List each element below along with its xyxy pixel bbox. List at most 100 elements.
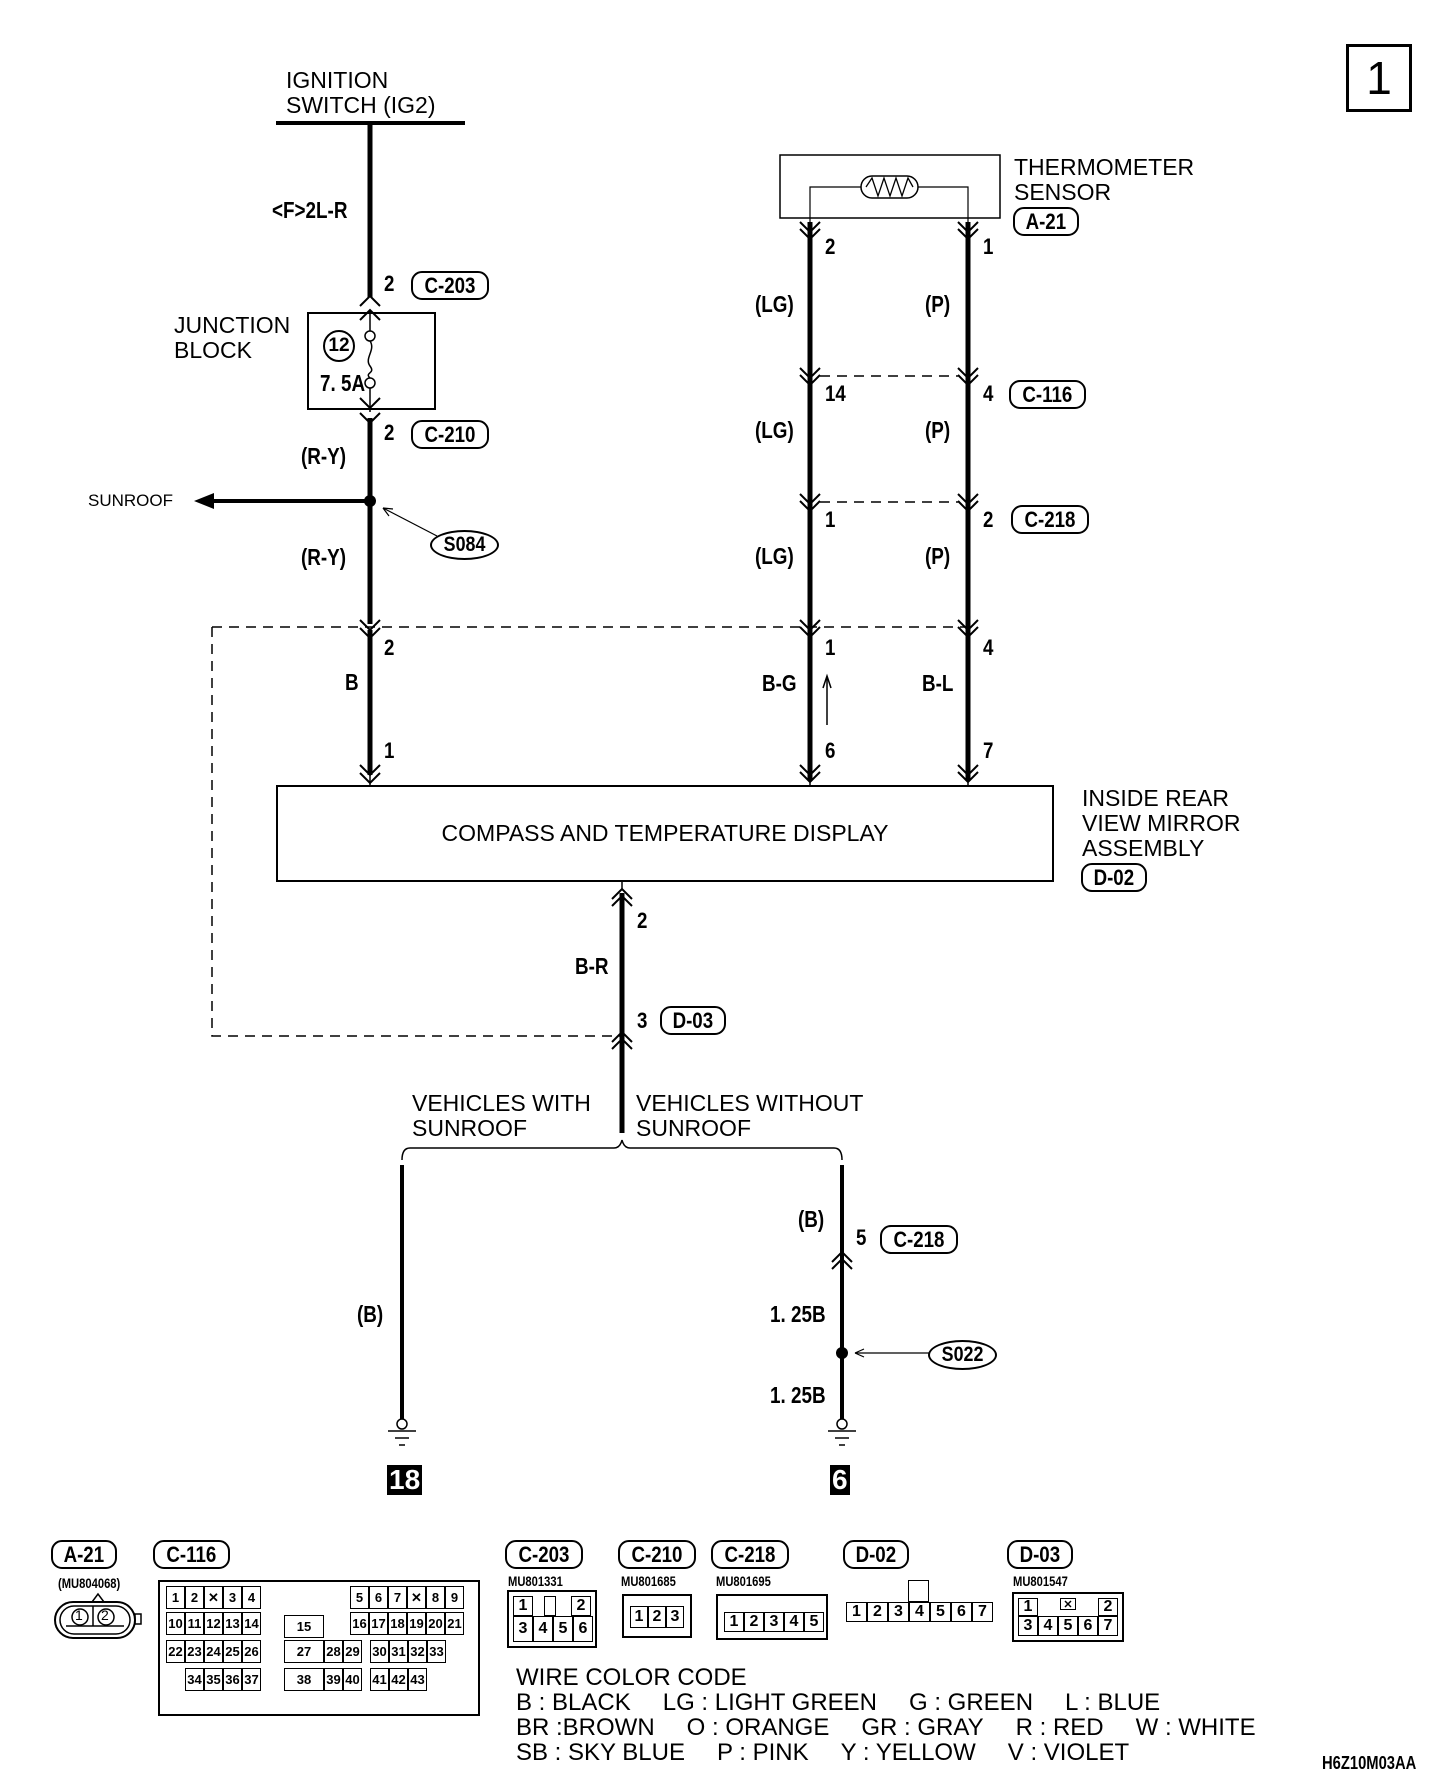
connector-tag-d03[interactable]: D-03 [660,1006,726,1035]
thermometer-line1: THERMOMETER [1014,154,1195,180]
legend-title: WIRE COLOR CODE [516,1664,747,1691]
d02-pin-2: 2 [867,1602,888,1622]
c218-pin-3: 3 [764,1612,784,1632]
compass-temperature-display: COMPASS AND TEMPERATURE DISPLAY [276,785,1054,882]
splice-tag-s084[interactable]: S084 [430,530,500,560]
c116-pin-18: 18 [388,1612,407,1635]
legend-entry: L : BLUE [1065,1689,1161,1716]
thermometer-sensor-box [779,154,1001,219]
c116-pin-35: 35 [204,1668,223,1691]
c116-pin-5: 5 [350,1586,369,1609]
c203-part-number: MU801331 [508,1573,563,1589]
a21-pin-2: 2 [101,1607,109,1623]
c116-pin-36: 36 [223,1668,242,1691]
chevron-c218-ground [831,1250,853,1270]
c203-pin-4: 4 [533,1616,553,1642]
c116-pin-2: 2 [185,1586,204,1609]
wire-label-bg: B-G [762,670,797,696]
wire-label-ign-feed: <F>2L-R [272,197,348,223]
c210-pin-2: 2 [648,1606,666,1628]
legend-entry: Y : YELLOW [840,1739,976,1766]
thermometer-line2: SENSOR [1014,179,1112,205]
wire-label-p-2: (P) [925,417,951,443]
face-tag-c218-face[interactable]: C-218 [711,1540,789,1569]
wire-label-1-25b-lower: 1. 25B [770,1382,826,1408]
connector-tag-c218-ground[interactable]: C-218 [880,1225,958,1254]
signal-direction-arrowhead [822,673,832,689]
d02-pin-1: 1 [846,1602,867,1622]
c116-pin-3: 3 [223,1586,242,1609]
c116-pin-29: 29 [343,1640,362,1663]
mirror-pin-dash-left: 2 [384,635,395,660]
connector-tag-c218[interactable]: C-218 [1011,505,1089,534]
face-tag-c203[interactable]: C-203 [505,1540,583,1569]
ground-icon-right [828,1418,856,1446]
d03-pin-3: 3 [1018,1616,1038,1636]
c116-pin-right: 4 [983,381,994,406]
fuse-element [367,340,373,379]
connector-tag-c210[interactable]: C-210 [411,420,489,449]
connector-tag-a21[interactable]: A-21 [1013,207,1079,236]
c203-key [544,1596,556,1616]
s084-leader [382,507,438,537]
thermistor-symbol [860,175,919,199]
connector-tag-c203[interactable]: C-203 [411,271,489,300]
c203-pin-1: 1 [513,1596,533,1616]
c116-pin-12: 12 [204,1612,223,1635]
a21-part-number: (MU804068) [58,1575,121,1591]
face-tag-c210[interactable]: C-210 [618,1540,696,1569]
legend-entry: G : GREEN [909,1689,1034,1716]
face-tag-a21[interactable]: A-21 [51,1540,117,1569]
legend-entry: B : BLACK [516,1689,631,1716]
d02-pin-4: 4 [909,1602,930,1622]
c218-pin-right: 2 [983,507,994,532]
c116-pin-16: 16 [350,1612,369,1635]
c116-pin-6: 6 [369,1586,388,1609]
c116-pin-8: 8 [426,1586,445,1609]
c218-pin-5: 5 [804,1612,824,1632]
document-reference: H6Z10M03AA [1322,1753,1417,1773]
c116-pin-37: 37 [242,1668,261,1691]
c116-pin-4: 4 [242,1586,261,1609]
display-label: COMPASS AND TEMPERATURE DISPLAY [441,820,889,846]
mirror-pin-left: 1 [384,738,395,763]
c203-connector-face: 1 2 3 4 5 6 [507,1590,597,1648]
wire-label-lg-3: (LG) [755,543,794,569]
a21-pin-left: 2 [825,234,836,259]
sunroof-branch-label: SUNROOF [88,491,173,510]
wire-label-1-25b-upper: 1. 25B [770,1301,826,1327]
legend-entry: V : VIOLET [1007,1739,1130,1766]
a21-pin-right: 1 [983,234,994,259]
c116-pin-41: 41 [370,1668,389,1691]
d03-pin-5: 5 [1058,1616,1078,1636]
c116-pin-24: 24 [204,1640,223,1663]
dashed-shield-box [211,626,968,1037]
d03-pin-1: 1 [1018,1598,1038,1616]
face-tag-c116[interactable]: C-116 [153,1540,230,1569]
mirror-pin-dash-mid: 1 [825,635,836,660]
connector-tag-c116[interactable]: C-116 [1009,380,1086,409]
legend-entry: W : WHITE [1135,1714,1256,1741]
assembly-line3: ASSEMBLY [1082,835,1205,861]
c218-pin-left: 1 [825,507,836,532]
splice-tag-s022[interactable]: S022 [928,1340,998,1370]
ignition-line2: SWITCH (IG2) [286,92,436,118]
face-tag-d02[interactable]: D-02 [843,1540,909,1569]
legend-entry: O : ORANGE [686,1714,830,1741]
ground-icon-left [388,1418,416,1446]
c116-pin-25: 25 [223,1640,242,1663]
c116-pin-43: 43 [408,1668,427,1691]
c203-pin-6: 6 [573,1616,593,1642]
mirror-pin-right: 7 [983,738,994,763]
c218-pin-1: 1 [724,1612,744,1632]
splice-dot-s084 [364,495,376,507]
legend-entry: GR : GRAY [861,1714,984,1741]
face-tag-d03-face[interactable]: D-03 [1007,1540,1073,1569]
connector-tag-d02[interactable]: D-02 [1081,863,1147,892]
sensor-internal-wiring [809,186,969,224]
